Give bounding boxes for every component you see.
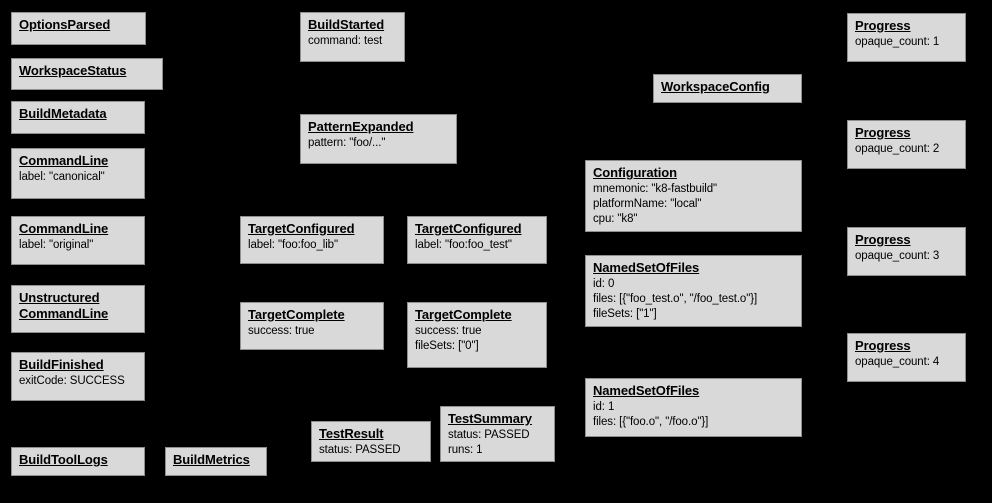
node-fields: exitCode: SUCCESS <box>19 374 138 389</box>
node-field: opaque_count: 2 <box>855 143 940 155</box>
node-title: BuildMetadata <box>19 106 107 121</box>
node-fields: opaque_count: 4 <box>855 355 959 370</box>
node-field: label: "original" <box>19 239 94 251</box>
node-title: Unstructured CommandLine <box>19 290 109 321</box>
node-title: BuildToolLogs <box>19 452 108 467</box>
node-title: NamedSetOfFiles <box>593 383 700 398</box>
node-field: id: 1 <box>593 401 615 413</box>
node-title: BuildMetrics <box>173 452 250 467</box>
node-options-parsed[interactable]: OptionsParsed <box>11 12 146 45</box>
node-title: Progress <box>855 18 911 33</box>
node-target-configured-foo-test[interactable]: TargetConfigured label: "foo:foo_test" <box>407 216 547 264</box>
node-field: status: PASSED <box>448 429 530 441</box>
node-fields: label: "original" <box>19 238 138 253</box>
node-field: mnemonic: "k8-fastbuild" <box>593 183 718 195</box>
node-fields: label: "canonical" <box>19 170 138 185</box>
node-field: files: [{"foo.o", "/foo.o"}] <box>593 416 709 428</box>
node-title: Progress <box>855 338 911 353</box>
node-fields: status: PASSED runs: 1 <box>448 428 548 458</box>
node-target-complete-foo-lib[interactable]: TargetComplete success: true <box>240 302 384 350</box>
node-progress-3[interactable]: Progress opaque_count: 3 <box>847 227 966 276</box>
node-build-metadata[interactable]: BuildMetadata <box>11 101 145 134</box>
node-pattern-expanded[interactable]: PatternExpanded pattern: "foo/..." <box>300 114 457 164</box>
node-title: BuildStarted <box>308 17 385 32</box>
node-field: pattern: "foo/..." <box>308 137 386 149</box>
node-command-line-original[interactable]: CommandLine label: "original" <box>11 216 145 265</box>
node-title: NamedSetOfFiles <box>593 260 700 275</box>
node-title: TestResult <box>319 426 384 441</box>
node-title: WorkspaceConfig <box>661 79 770 94</box>
node-field: id: 0 <box>593 278 615 290</box>
node-named-set-of-files-1[interactable]: NamedSetOfFiles id: 1 files: [{"foo.o", "/… <box>585 378 802 437</box>
node-field: cpu: "k8" <box>593 213 638 225</box>
node-target-complete-foo-test[interactable]: TargetComplete success: true fileSets: ["0… <box>407 302 547 368</box>
node-field: opaque_count: 1 <box>855 36 940 48</box>
node-fields: opaque_count: 3 <box>855 249 959 264</box>
node-title: BuildFinished <box>19 357 104 372</box>
node-field: status: PASSED <box>319 444 401 456</box>
node-progress-2[interactable]: Progress opaque_count: 2 <box>847 120 966 169</box>
node-named-set-of-files-0[interactable]: NamedSetOfFiles id: 0 files: [{"foo_test.o… <box>585 255 802 327</box>
node-fields: mnemonic: "k8-fastbuild" platformName: "l… <box>593 182 795 227</box>
node-fields: success: true <box>248 324 377 339</box>
node-title: CommandLine <box>19 153 109 168</box>
node-test-result[interactable]: TestResult status: PASSED <box>311 421 431 462</box>
node-fields: success: true fileSets: ["0"] <box>415 324 540 354</box>
node-title: TargetConfigured <box>415 221 522 236</box>
node-test-summary[interactable]: TestSummary status: PASSED runs: 1 <box>440 406 555 462</box>
node-title: TestSummary <box>448 411 532 426</box>
node-field: success: true <box>248 325 315 337</box>
node-field: opaque_count: 3 <box>855 250 940 262</box>
node-build-metrics[interactable]: BuildMetrics <box>165 447 267 476</box>
node-command-line-canonical[interactable]: CommandLine label: "canonical" <box>11 148 145 199</box>
node-build-finished[interactable]: BuildFinished exitCode: SUCCESS <box>11 352 145 401</box>
node-fields: opaque_count: 2 <box>855 142 959 157</box>
node-title: TargetComplete <box>248 307 345 322</box>
node-field: label: "canonical" <box>19 171 105 183</box>
node-build-started[interactable]: BuildStarted command: test <box>300 12 405 62</box>
node-fields: command: test <box>308 34 398 49</box>
node-workspace-status[interactable]: WorkspaceStatus <box>11 58 163 90</box>
node-field: opaque_count: 4 <box>855 356 940 368</box>
node-field: success: true <box>415 325 482 337</box>
node-fields: opaque_count: 1 <box>855 35 959 50</box>
node-field: label: "foo:foo_lib" <box>248 239 338 251</box>
node-target-configured-foo-lib[interactable]: TargetConfigured label: "foo:foo_lib" <box>240 216 384 264</box>
node-unstructured-command-line[interactable]: Unstructured CommandLine <box>11 285 145 333</box>
node-fields: status: PASSED <box>319 443 424 458</box>
node-progress-1[interactable]: Progress opaque_count: 1 <box>847 13 966 62</box>
node-fields: label: "foo:foo_test" <box>415 238 540 253</box>
node-title: Progress <box>855 232 911 247</box>
node-field: platformName: "local" <box>593 198 702 210</box>
node-build-tool-logs[interactable]: BuildToolLogs <box>11 447 145 476</box>
node-field: fileSets: ["0"] <box>415 340 479 352</box>
node-configuration[interactable]: Configuration mnemonic: "k8-fastbuild" pla… <box>585 160 802 232</box>
node-fields: id: 1 files: [{"foo.o", "/foo.o"}] <box>593 400 795 430</box>
node-progress-4[interactable]: Progress opaque_count: 4 <box>847 333 966 382</box>
node-title: TargetConfigured <box>248 221 355 236</box>
node-field: label: "foo:foo_test" <box>415 239 512 251</box>
node-field: files: [{"foo_test.o", "/foo_test.o"}] <box>593 293 758 305</box>
node-fields: label: "foo:foo_lib" <box>248 238 377 253</box>
node-title: TargetComplete <box>415 307 512 322</box>
node-title: Configuration <box>593 165 677 180</box>
node-field: runs: 1 <box>448 444 483 456</box>
node-field: fileSets: ["1"] <box>593 308 657 320</box>
node-fields: id: 0 files: [{"foo_test.o", "/foo_test.o… <box>593 277 795 322</box>
node-field: exitCode: SUCCESS <box>19 375 125 387</box>
node-title: OptionsParsed <box>19 17 111 32</box>
node-title: WorkspaceStatus <box>19 63 127 78</box>
node-title: CommandLine <box>19 221 109 236</box>
node-workspace-config[interactable]: WorkspaceConfig <box>653 74 802 103</box>
node-title: PatternExpanded <box>308 119 414 134</box>
node-field: command: test <box>308 35 383 47</box>
node-title: Progress <box>855 125 911 140</box>
node-fields: pattern: "foo/..." <box>308 136 450 151</box>
